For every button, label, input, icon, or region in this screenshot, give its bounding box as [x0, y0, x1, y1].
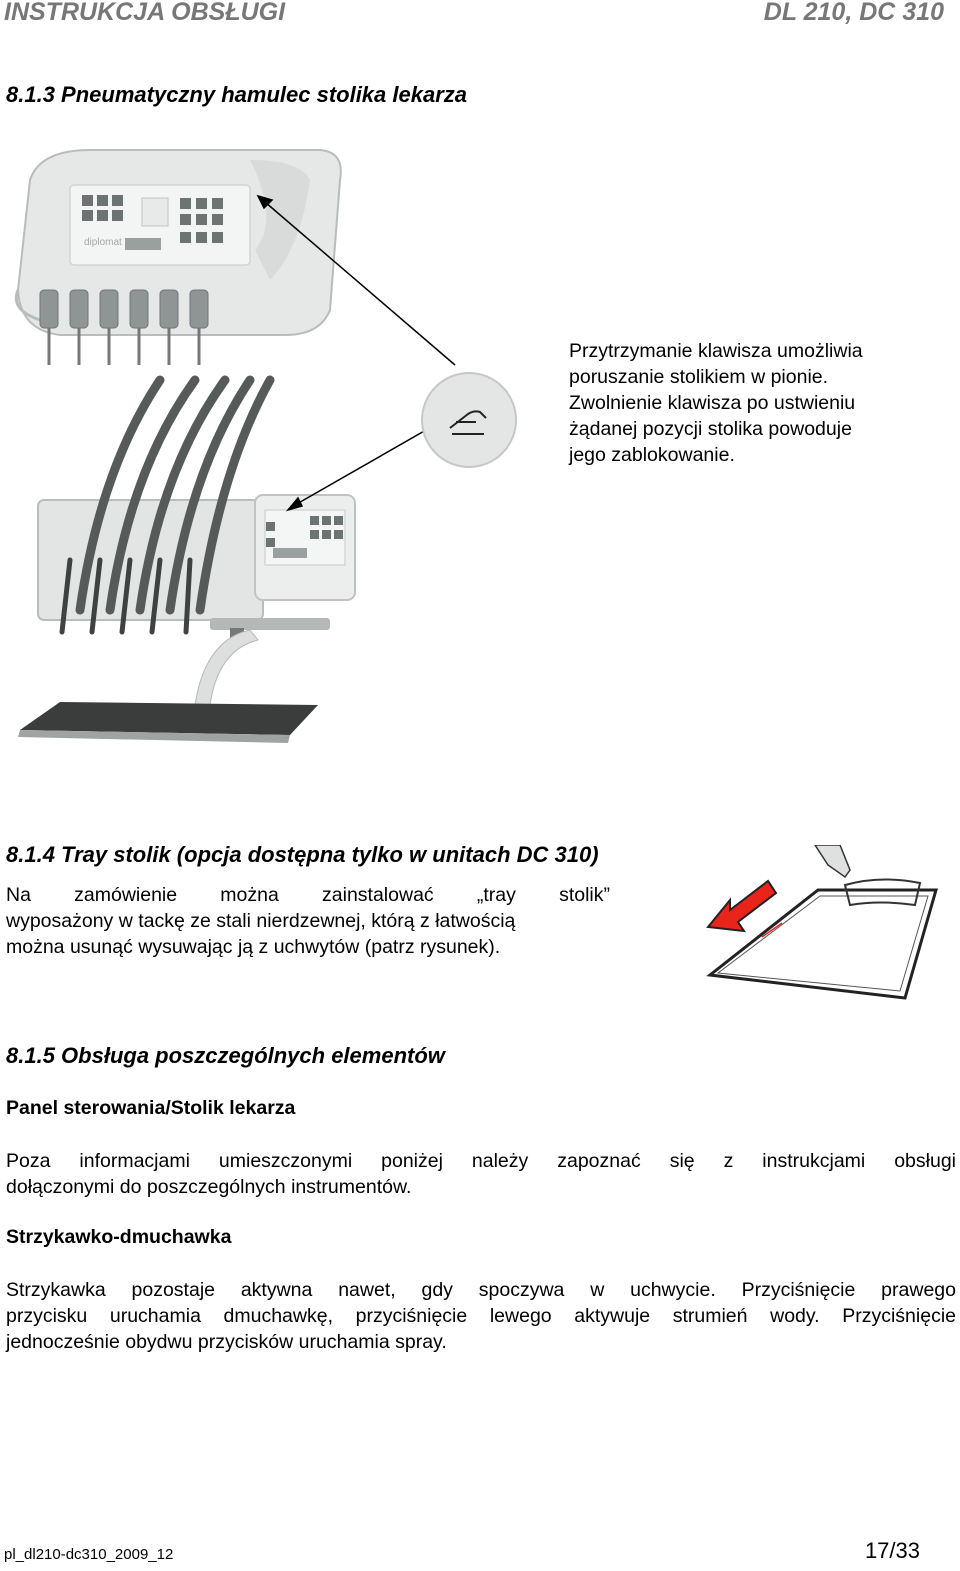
pointer-arrows	[256, 194, 456, 512]
hand-icon	[449, 410, 487, 435]
brake-callout: Przytrzymanie klawisza umożliwia porusza…	[569, 338, 929, 468]
heading-8-1-3: 8.1.3 Pneumatyczny hamulec stolika lekar…	[6, 82, 468, 107]
callout-line: jego zablokowanie.	[569, 444, 735, 466]
top-control-panel: diplomat	[14, 149, 342, 365]
heading-8-1-5: 8.1.5 Obsługa poszczególnych elementów	[6, 1043, 445, 1068]
paragraph-line: Strzykawka pozostaje aktywna nawet, gdy …	[6, 1279, 956, 1301]
brake-button	[421, 372, 517, 468]
syringe-paragraph: Strzykawka pozostaje aktywna nawet, gdy …	[6, 1277, 956, 1355]
callout-line: Przytrzymanie klawisza umożliwia	[569, 340, 863, 362]
dental-unit-figure: diplomat	[14, 149, 517, 743]
tray-figure	[706, 845, 938, 1000]
subheading-panel: Panel sterowania/Stolik lekarza	[6, 1097, 296, 1119]
red-arrow-icon	[706, 879, 778, 933]
heading-8-1-4: 8.1.4 Tray stolik (opcja dostępna tylko …	[6, 842, 599, 867]
paragraph-line: jednocześnie obydwu przycisków uruchamia…	[6, 1331, 447, 1353]
panel-paragraph: Poza informacjami umieszczonymi poniżej …	[6, 1148, 956, 1200]
paragraph-line: Poza informacjami umieszczonymi poniżej …	[6, 1150, 956, 1172]
header-title: INSTRUKCJA OBSŁUGI	[4, 0, 286, 26]
callout-line: poruszanie stolikiem w pionie.	[569, 366, 829, 388]
footer-doc-id: pl_dl210-dc310_2009_12	[4, 1546, 174, 1563]
callout-line: żądanej pozycji stolika powoduje	[569, 418, 852, 440]
tray-line: wyposażony w tackę ze stali nierdzewnej,…	[6, 910, 516, 932]
lower-unit	[18, 375, 356, 743]
paragraph-line: przycisku uruchamia dmuchawkę, przyciśni…	[6, 1305, 956, 1327]
panel-brand: diplomat	[84, 237, 122, 248]
paragraph-line: dołączonymi do poszczególnych instrument…	[6, 1176, 412, 1198]
page-number: 17/33	[864, 1538, 920, 1563]
tray-description: Na zamówienie można zainstalować „tray s…	[6, 882, 610, 960]
header-model: DL 210, DC 310	[763, 0, 944, 26]
subheading-syringe: Strzykawko-dmuchawka	[6, 1226, 232, 1248]
callout-line: Zwolnienie klawisza po ustwieniu	[569, 392, 856, 414]
tray-line: Na zamówienie można zainstalować „tray s…	[6, 884, 610, 906]
tray-line: można usunąć wysuwając ją z uchwytów (pa…	[6, 936, 501, 958]
